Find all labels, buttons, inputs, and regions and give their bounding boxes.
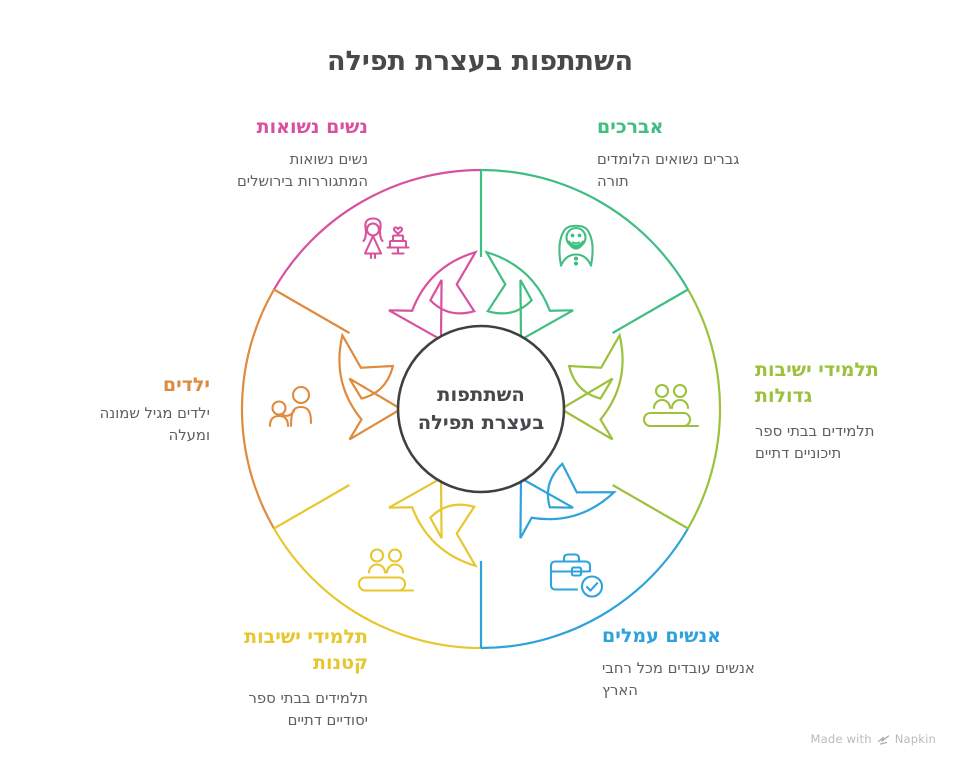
- segment-description: אנשים עובדים מכל רחבי הארץ: [602, 658, 792, 701]
- made-with-napkin-watermark: Made with Napkin: [811, 732, 937, 746]
- heading-line: ילדים: [162, 374, 210, 396]
- description-line: ילדים מגיל שמונה: [99, 405, 210, 422]
- description-line: תלמידים בבתי ספר: [755, 423, 875, 440]
- segment-heading: נשים נשואות: [158, 114, 368, 140]
- adult-child-icon: [268, 385, 313, 428]
- segment-heading: ילדים: [52, 372, 210, 398]
- segment-heading: תלמידי ישיבות גדולות: [755, 357, 905, 409]
- segment-label-yeladim: ילדים ילדים מגיל שמונה ומעלה: [52, 372, 210, 446]
- outer-ring: [240, 168, 722, 650]
- heading-line: גדולות: [755, 385, 813, 407]
- arc-left: [240, 288, 275, 530]
- students-desk-icon: [642, 383, 700, 428]
- segment-description: נשים נשואות המתגוררות בירושלים: [158, 149, 368, 192]
- arc-top-right: [480, 168, 689, 291]
- description-line: תלמידים בבתי ספר: [248, 690, 368, 707]
- page-title: השתתפות בעצרת תפילה: [327, 46, 633, 77]
- arc-top-left: [273, 168, 482, 291]
- segment-label-yeshivot-ketanot: תלמידי ישיבות קטנות תלמידים בבתי ספר יסו…: [218, 624, 368, 731]
- heading-line: קטנות: [312, 652, 368, 674]
- students-desk-icon: [357, 548, 415, 592]
- segment-label-anashim-amelim: אנשים עמלים אנשים עובדים מכל רחבי הארץ: [602, 623, 792, 701]
- wheel-center-label: השתתפות בעצרת תפילה: [391, 381, 571, 437]
- center-circle: [396, 324, 566, 494]
- segment-description: תלמידים בבתי ספר תיכוניים דתיים: [755, 421, 905, 464]
- description-line: יסודיים דתיים: [287, 711, 368, 729]
- description-line: תורה: [597, 172, 629, 190]
- description-line: הארץ: [602, 681, 638, 699]
- napkin-logo-icon: [877, 734, 889, 745]
- segment-dividers: [273, 170, 689, 648]
- divider-210: [273, 484, 350, 530]
- bride-and-cake-icon: [362, 217, 410, 260]
- description-line: אנשים עובדים מכל רחבי: [602, 660, 755, 677]
- description-line: גברים נשואים הלומדים: [597, 151, 740, 168]
- description-line: נשים נשואות: [289, 151, 368, 168]
- divider-330: [612, 484, 689, 530]
- description-line: ומעלה: [168, 426, 210, 444]
- description-line: תיכוניים דתיים: [755, 444, 842, 462]
- description-line: המתגוררות בירושלים: [236, 172, 368, 190]
- heading-line: תלמידי ישיבות: [244, 626, 368, 648]
- segment-label-yeshivot-gedolot: תלמידי ישיבות גדולות תלמידים בבתי ספר תי…: [755, 357, 905, 464]
- segment-description: גברים נשואים הלומדים תורה: [597, 149, 792, 192]
- heading-line: אנשים עמלים: [602, 625, 722, 647]
- divider-150: [273, 288, 350, 334]
- center-label-line-2: בעצרת תפילה: [417, 411, 545, 434]
- segment-description: תלמידים בבתי ספר יסודיים דתיים: [218, 688, 368, 731]
- bearded-man-icon: [558, 224, 594, 267]
- segment-heading: תלמידי ישיבות קטנות: [218, 624, 368, 676]
- heading-line: נשים נשואות: [256, 116, 368, 138]
- center-label-line-1: השתתפות: [437, 383, 525, 406]
- brand-text: Napkin: [894, 732, 936, 746]
- heading-line: תלמידי ישיבות: [755, 359, 879, 381]
- arc-bottom-right: [480, 527, 689, 650]
- divider-30: [612, 288, 689, 334]
- heading-line: אברכים: [597, 116, 664, 138]
- segment-description: ילדים מגיל שמונה ומעלה: [52, 403, 210, 446]
- arc-right: [687, 288, 722, 530]
- briefcase-check-icon: [549, 553, 607, 601]
- segment-label-avrechim: אברכים גברים נשואים הלומדים תורה: [597, 114, 792, 192]
- made-with-text: Made with: [810, 732, 872, 746]
- segment-label-nashim-nesuot: נשים נשואות נשים נשואות המתגוררות בירושל…: [158, 114, 368, 192]
- arc-bottom-left: [273, 527, 482, 650]
- segment-heading: אנשים עמלים: [602, 623, 792, 649]
- segment-heading: אברכים: [597, 114, 792, 140]
